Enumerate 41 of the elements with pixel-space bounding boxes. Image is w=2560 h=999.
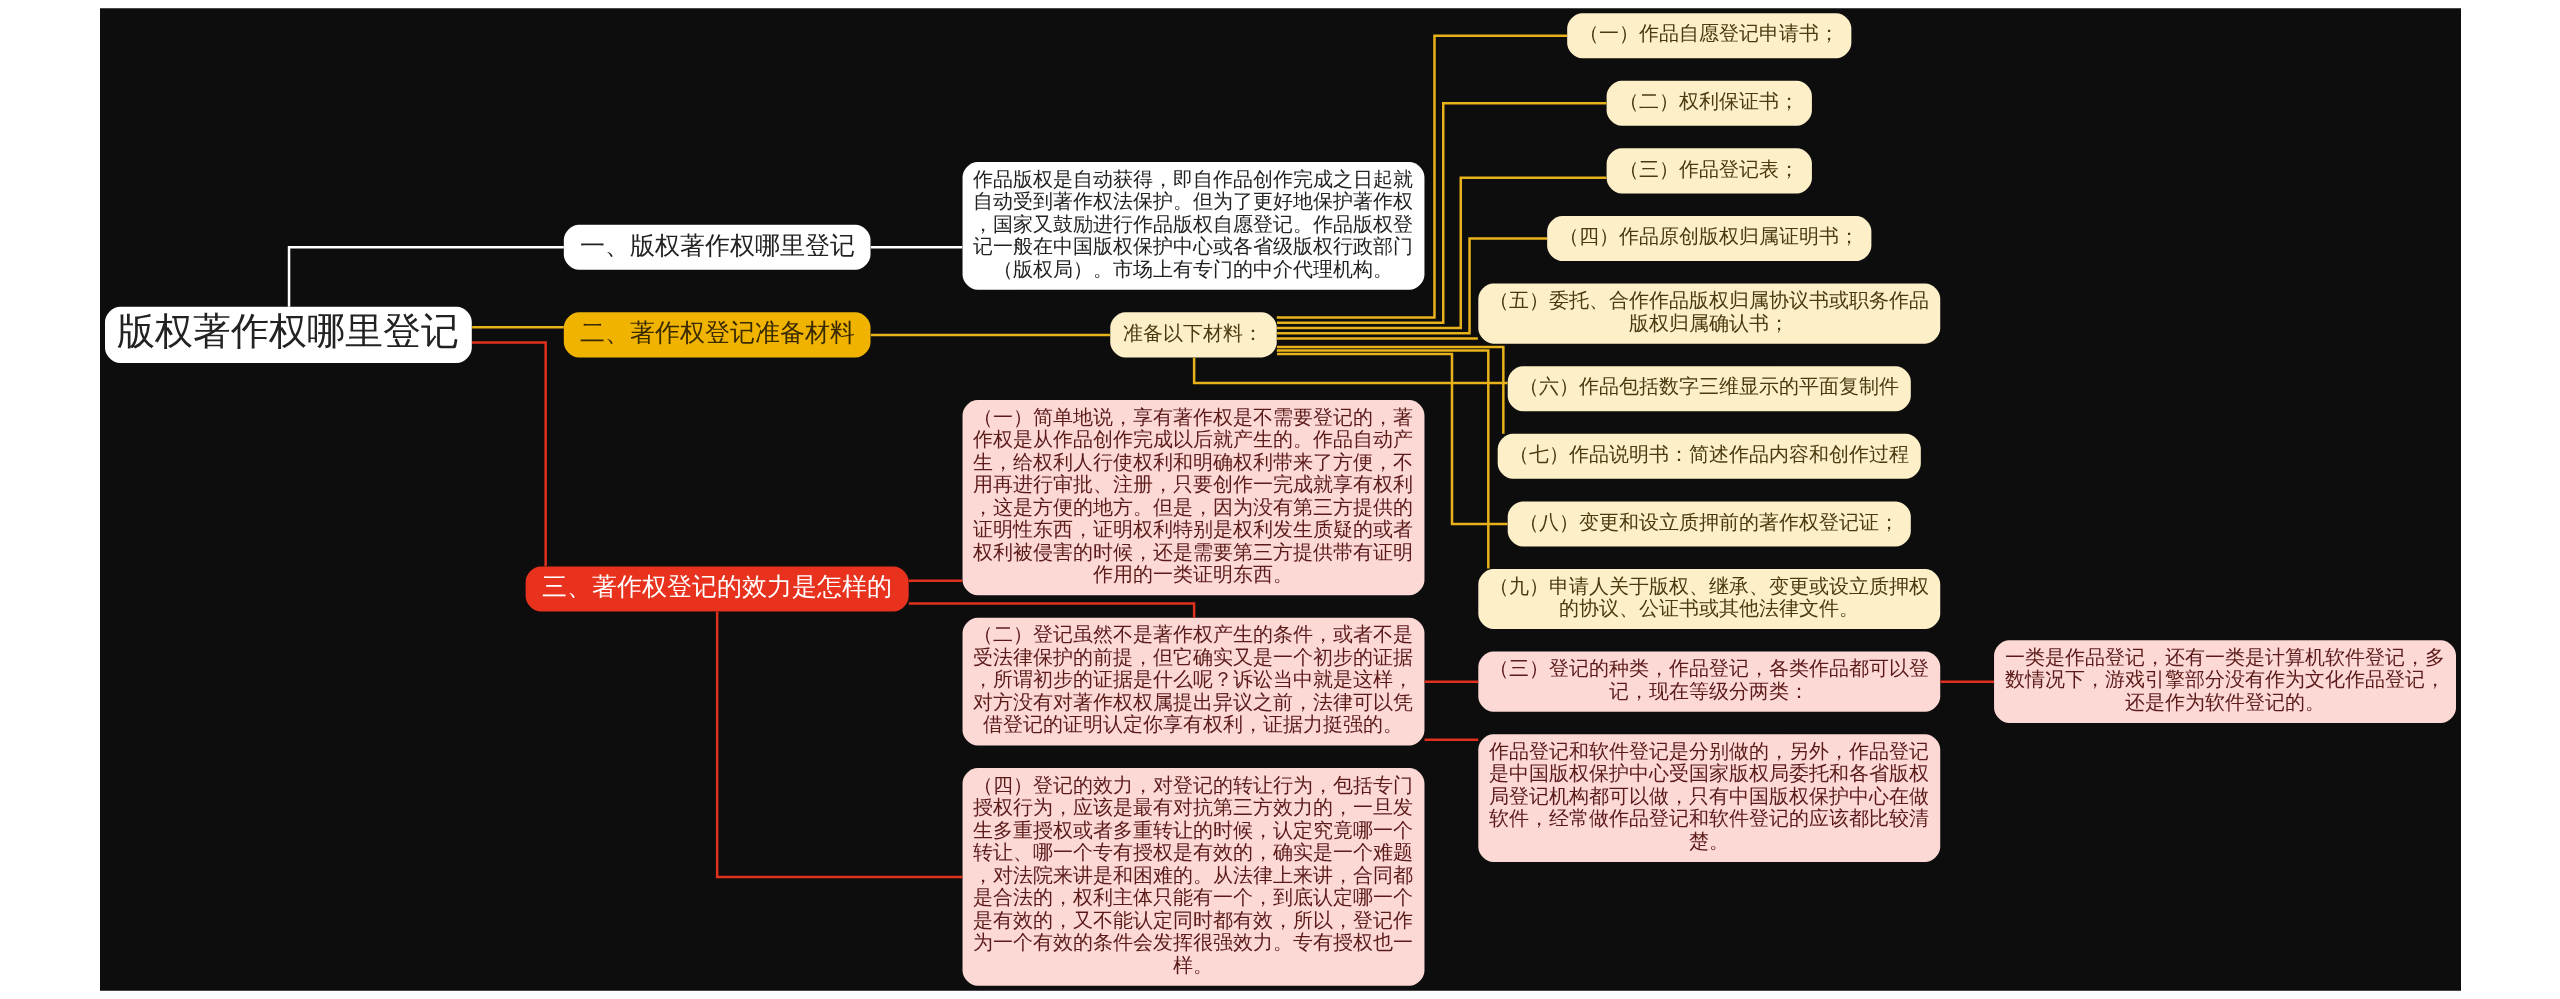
node-box: 版权著作权哪里登记 [104,306,472,364]
connector [1276,337,1478,340]
connector [1276,102,1606,325]
node-box: 三、著作权登记的效力是怎样的 [525,566,909,612]
node-box: 作品版权是自动获得，即自作品创作完成之日起就自动受到著作权法保护。但为了更好地保护著作权，国家又鼓励进行作品版权自愿登记。作品版权登记一般在中国版权保护中心或各省级版权行政部门（版权局）。市场上有专门的中介代理机构。 [962,162,1424,290]
connector [1424,738,1478,742]
node-box: 一类是作品登记，还有一类是计算机软件登记，多数情况下，游戏引擎部分没有作为文化作品登记，还是作为软件登记的。 [1993,640,2456,723]
connector [1939,680,1994,683]
connector [1424,680,1478,683]
connector [1276,176,1606,330]
connector [1276,345,1505,434]
connector [870,246,962,249]
connector [715,611,962,879]
node-box: （三）登记的种类，作品登记，各类作品都可以登记，现在等级分两类： [1477,651,1940,712]
connector [1276,352,1507,526]
node-box: （一）作品自愿登记申请书； [1566,13,1851,59]
node-box: （五）委托、合作作品版权归属协议书或职务作品版权归属确认书； [1477,283,1940,344]
node-box: （一）简单地说，享有著作权是不需要登记的，著作权是从作品创作完成以后就产生的。作品自动产生，给权利人行使权利和明确权利带来了方便，不用再进行审批、注册，只要创作一完成就享有权利，这是方便的地方。但是，因为没有第三方提供的证明性东西，证明权利特别是权利发生质疑的或者权利被侵害的时候，还是需要第三方提供带有证明作用的一类证明东西。 [962,400,1424,596]
node-box: （七）作品说明书：简述作品内容和创作过程 [1497,433,1921,479]
node-box: 一、版权著作权哪里登记 [563,224,870,270]
node-box: （八）变更和设立质押前的著作权登记证； [1507,501,1911,547]
connector [870,333,1110,337]
node-box: （二）登记虽然不是著作权产生的条件，或者不是受法律保护的前提，但它确实又是一个初步的证据，所谓初步的证据是什么呢？诉讼当中就是这样，对方没有对著作权权属提出异议之前，法律可以凭借登记的证明认定你享有权利，证据力挺强的。 [962,617,1424,746]
node-box: （二）权利保证书； [1606,80,1812,126]
node-box: （三）作品登记表； [1606,148,1812,194]
node-box: 作品登记和软件登记是分别做的，另外，作品登记是中国版权保护中心受国家版权局委托和各省版权局登记机构都可以做，只有中国版权保护中心在做软件，经常做作品登记和软件登记的应该都比较清楚。 [1477,734,1940,862]
node-box: 二、著作权登记准备材料 [563,312,870,358]
connector [1192,357,1507,385]
connector [1276,349,1490,569]
connector [1276,34,1567,319]
connector [471,341,547,567]
connector [908,602,1195,618]
node-box: 准备以下材料： [1109,312,1277,358]
connector [471,326,564,329]
node-box: （四）作品原创版权归属证明书； [1546,215,1871,261]
node-box: （六）作品包括数字三维显示的平面复制件 [1507,366,1911,412]
connector [1276,237,1547,335]
connector [908,579,962,583]
node-box: （九）申请人关于版权、继承、变更或设立质押权的协议、公证书或其他法律文件。 [1477,569,1940,630]
connector [287,246,564,307]
node-box: （四）登记的效力，对登记的转让行为，包括专门授权行为，应该是最有对抗第三方效力的，一旦发生多重授权或者多重转让的时候，认定究竟哪一个转让、哪一个专有授权是有效的，确实是一个难题，对法院来讲是和困难的。从法律上来讲，合同都是合法的，权利主体只能有一个，到底认定哪一个是有效的，又不能认定同时都有效，所以，登记作为一个有效的条件会发挥很强效力。专有授权也一样。 [962,768,1424,986]
